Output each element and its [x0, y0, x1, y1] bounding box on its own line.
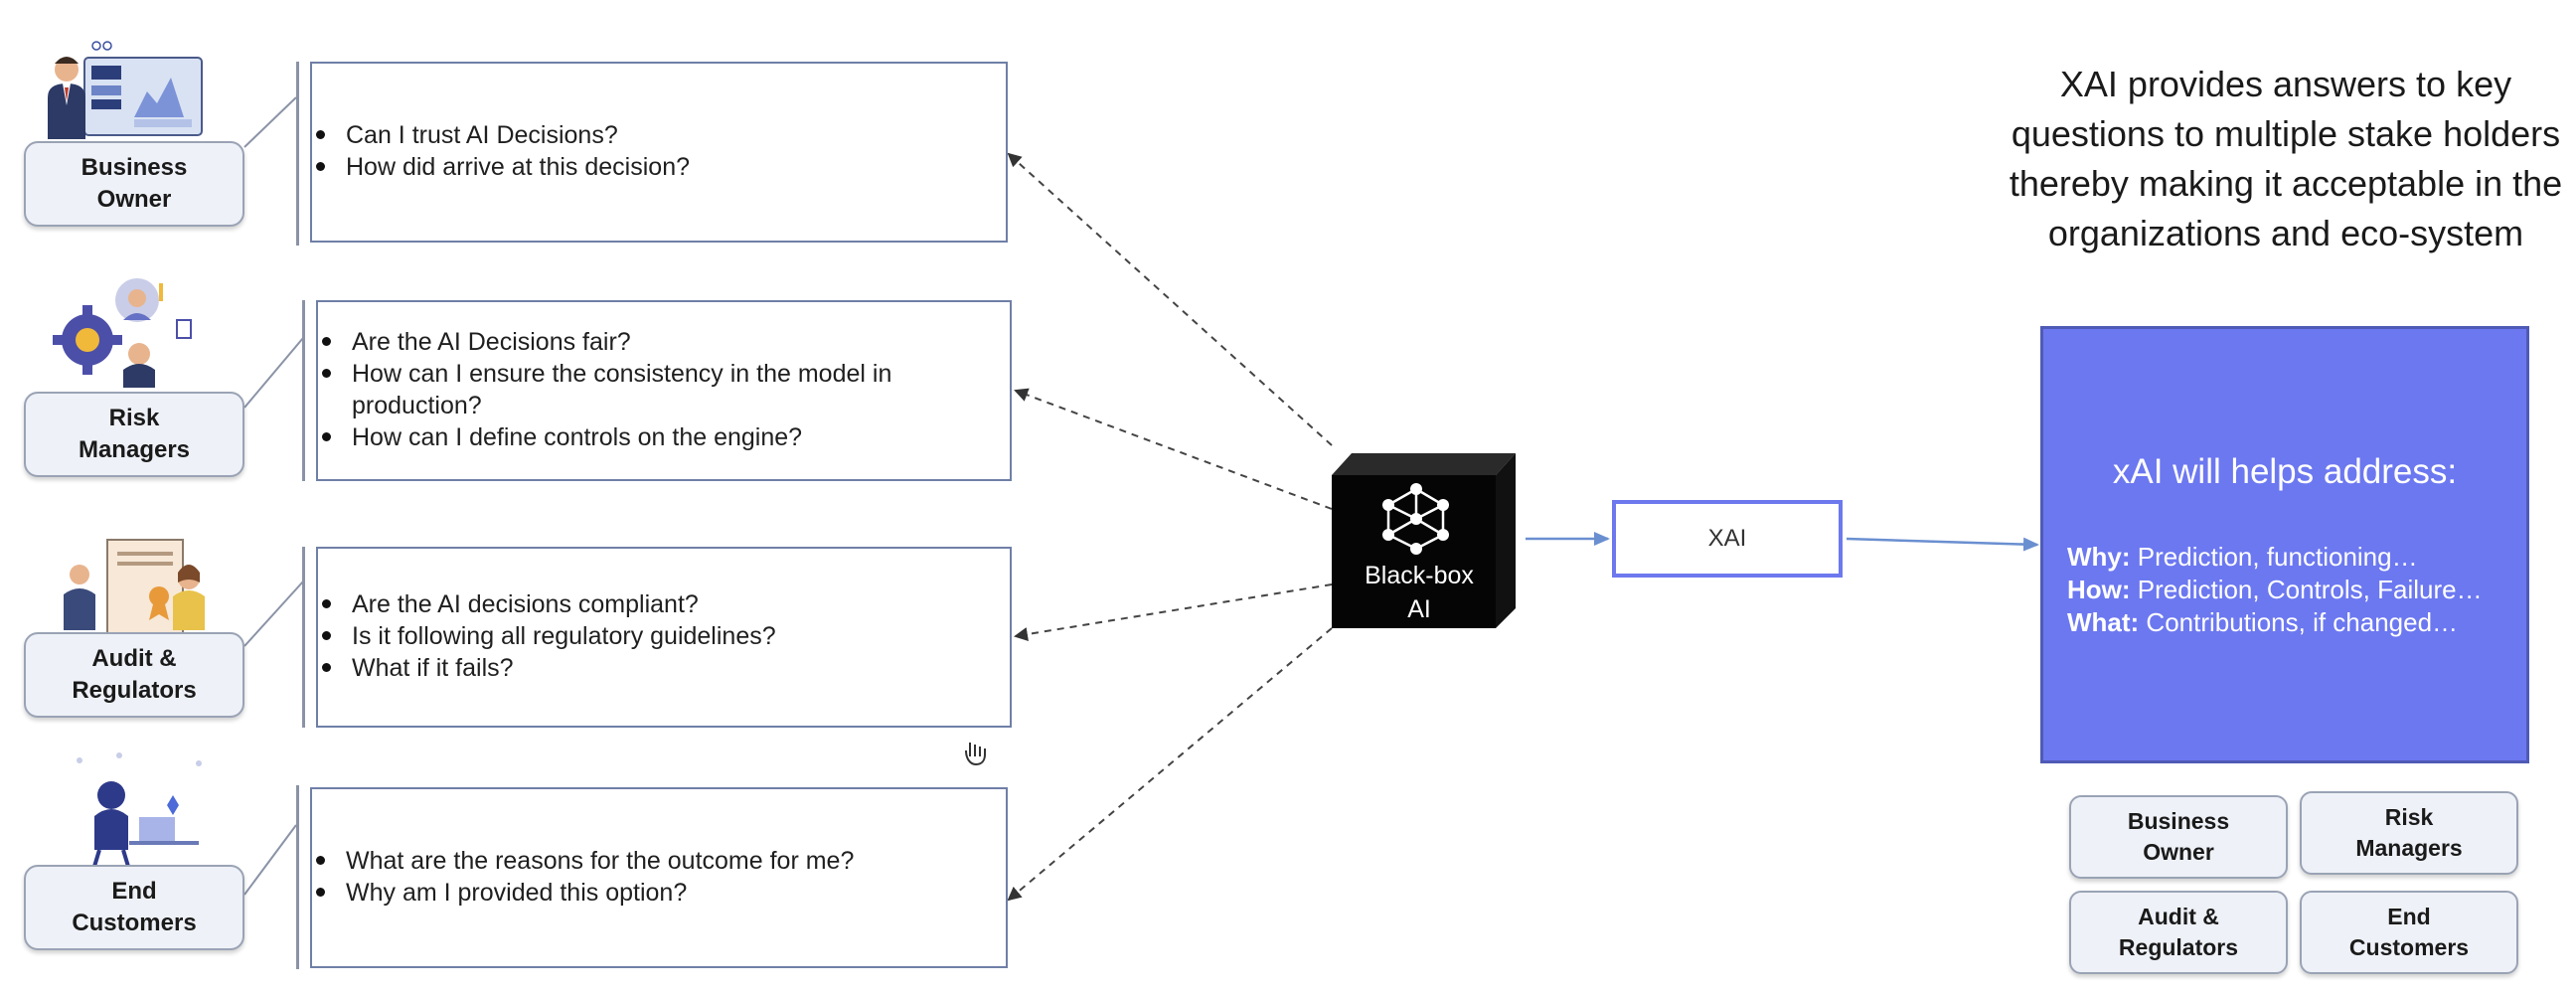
risk-managers-illustration-icon [53, 278, 192, 388]
question-item: How can I define controls on the engine? [322, 421, 990, 453]
question-item: Can I trust AI Decisions? [316, 119, 1006, 151]
arrow-to-risk [1014, 388, 1333, 510]
panel-title: xAI will helps address: [2112, 452, 2458, 491]
question-item: Are the AI Decisions fair? [322, 326, 990, 358]
xai-box: XAI [1612, 500, 1843, 578]
question-item: Is it following all regulatory guideline… [322, 620, 1010, 652]
connector-audit [243, 581, 304, 647]
question-item: Why am I provided this option? [316, 877, 1006, 909]
audit-regulators-illustration-icon [64, 539, 205, 634]
stakeholder-audit-regulators: Audit & Regulators [24, 632, 244, 718]
question-item: How did arrive at this decision? [316, 151, 1006, 183]
blackbox-ai-label: Black-box AI [1365, 562, 1474, 623]
arrow-to-business [1007, 152, 1333, 446]
summary-risk-managers: Risk Managers [2300, 791, 2518, 875]
question-item: What are the reasons for the outcome for… [316, 845, 1006, 877]
end-customers-illustration-icon [77, 752, 202, 871]
summary-end-customers: End Customers [2300, 891, 2518, 974]
question-item: Are the AI decisions compliant? [322, 588, 1010, 620]
arrow-to-audit [1014, 583, 1333, 641]
question-item: How can I ensure the consistency in the … [322, 358, 990, 421]
questions-end-customers: What are the reasons for the outcome for… [310, 787, 1008, 968]
headline-text: XAI provides answers to key questions to… [2009, 64, 2563, 253]
stakeholder-business-owner: Business Owner [24, 141, 244, 227]
business-owner-illustration-icon [48, 41, 203, 139]
bracket-bar [302, 547, 305, 728]
panel-line-how: How: Prediction, Controls, Failure… [2067, 575, 2483, 604]
stakeholder-risk-managers: Risk Managers [24, 392, 244, 477]
hand-cursor-icon [965, 743, 986, 766]
connector-customers [243, 824, 297, 896]
connector-risk [243, 337, 304, 409]
questions-business-owner: Can I trust AI Decisions? How did arrive… [310, 62, 1008, 243]
bracket-bar [296, 785, 299, 969]
questions-risk-managers: Are the AI Decisions fair? How can I ens… [316, 300, 1012, 481]
bracket-bar [296, 62, 299, 246]
summary-audit-regulators: Audit & Regulators [2069, 891, 2288, 974]
arrow-xai-to-panel [1846, 537, 2039, 552]
arrow-to-customers [1007, 627, 1333, 902]
panel-line-what: What: Contributions, if changed… [2067, 607, 2459, 637]
stakeholder-end-customers: End Customers [24, 865, 244, 950]
xai-address-panel: xAI will helps address: Why: Prediction,… [2040, 326, 2529, 763]
questions-audit-regulators: Are the AI decisions compliant? Is it fo… [316, 547, 1012, 728]
question-item: What if it fails? [322, 652, 1010, 684]
bracket-bar [302, 300, 305, 481]
panel-line-why: Why: Prediction, functioning… [2067, 542, 2418, 572]
summary-business-owner: Business Owner [2069, 795, 2288, 879]
blackbox-cube-icon [1332, 453, 1516, 628]
connector-business [243, 96, 297, 148]
